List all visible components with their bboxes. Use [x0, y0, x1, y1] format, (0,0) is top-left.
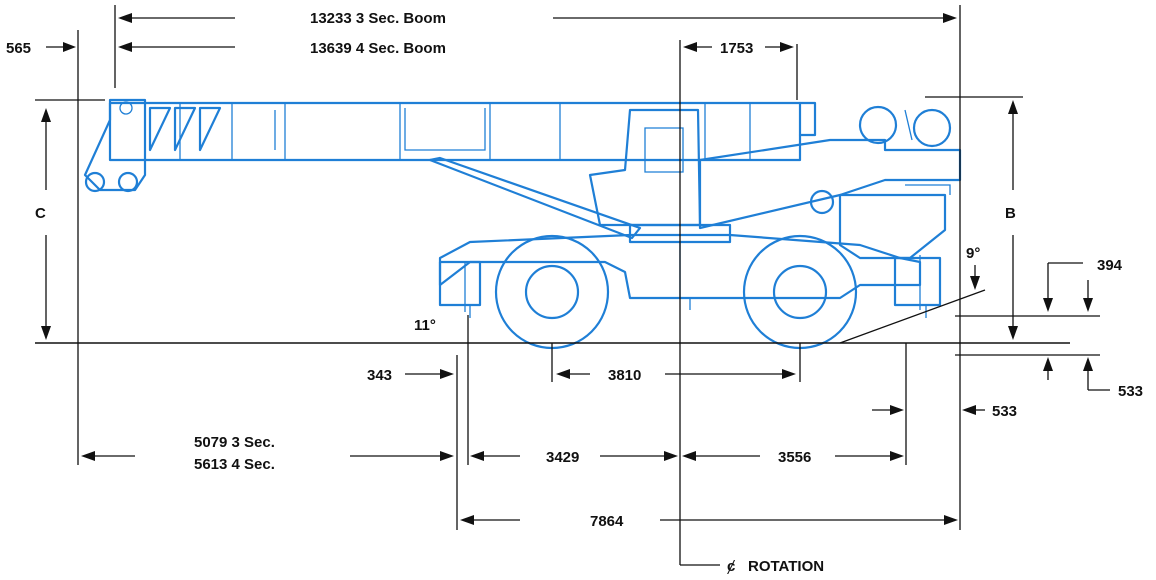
- label-9-degrees: 9°: [966, 245, 980, 262]
- label-c: C: [35, 205, 46, 222]
- wheel-front: [494, 234, 610, 350]
- label-3556: 3556: [778, 449, 811, 466]
- label-boom-4sec: 13639 4 Sec. Boom: [310, 40, 446, 57]
- label-394: 394: [1097, 257, 1123, 274]
- wheel-rear: [742, 234, 858, 350]
- boom-head: [83, 98, 147, 193]
- label-b: B: [1005, 205, 1016, 222]
- boom: [108, 101, 817, 162]
- label-7864: 7864: [590, 513, 624, 530]
- label-1753: 1753: [720, 40, 753, 57]
- label-boom-3sec: 13233 3 Sec. Boom: [310, 10, 446, 27]
- label-565: 565: [6, 40, 31, 57]
- outrigger-front: [438, 260, 482, 318]
- centerline-symbol: ȼ: [727, 558, 736, 575]
- operator-cab: [588, 108, 702, 227]
- turntable: [628, 223, 732, 244]
- crane-illustration: [83, 98, 962, 350]
- label-5613-4sec: 5613 4 Sec.: [194, 456, 275, 473]
- dimension-labels: 13233 3 Sec. Boom 13639 4 Sec. Boom 565 …: [6, 10, 1143, 575]
- label-3810: 3810: [608, 367, 641, 384]
- label-rotation: ROTATION: [748, 558, 824, 575]
- label-3429: 3429: [546, 449, 579, 466]
- label-5079-3sec: 5079 3 Sec.: [194, 434, 275, 451]
- lift-cylinder: [428, 156, 642, 240]
- label-533-horizontal: 533: [992, 403, 1017, 420]
- label-343: 343: [367, 367, 392, 384]
- label-533-vertical: 533: [1118, 383, 1143, 400]
- dimension-lines: [35, 5, 1110, 566]
- label-11-degrees: 11°: [414, 317, 436, 334]
- superstructure: [698, 105, 962, 230]
